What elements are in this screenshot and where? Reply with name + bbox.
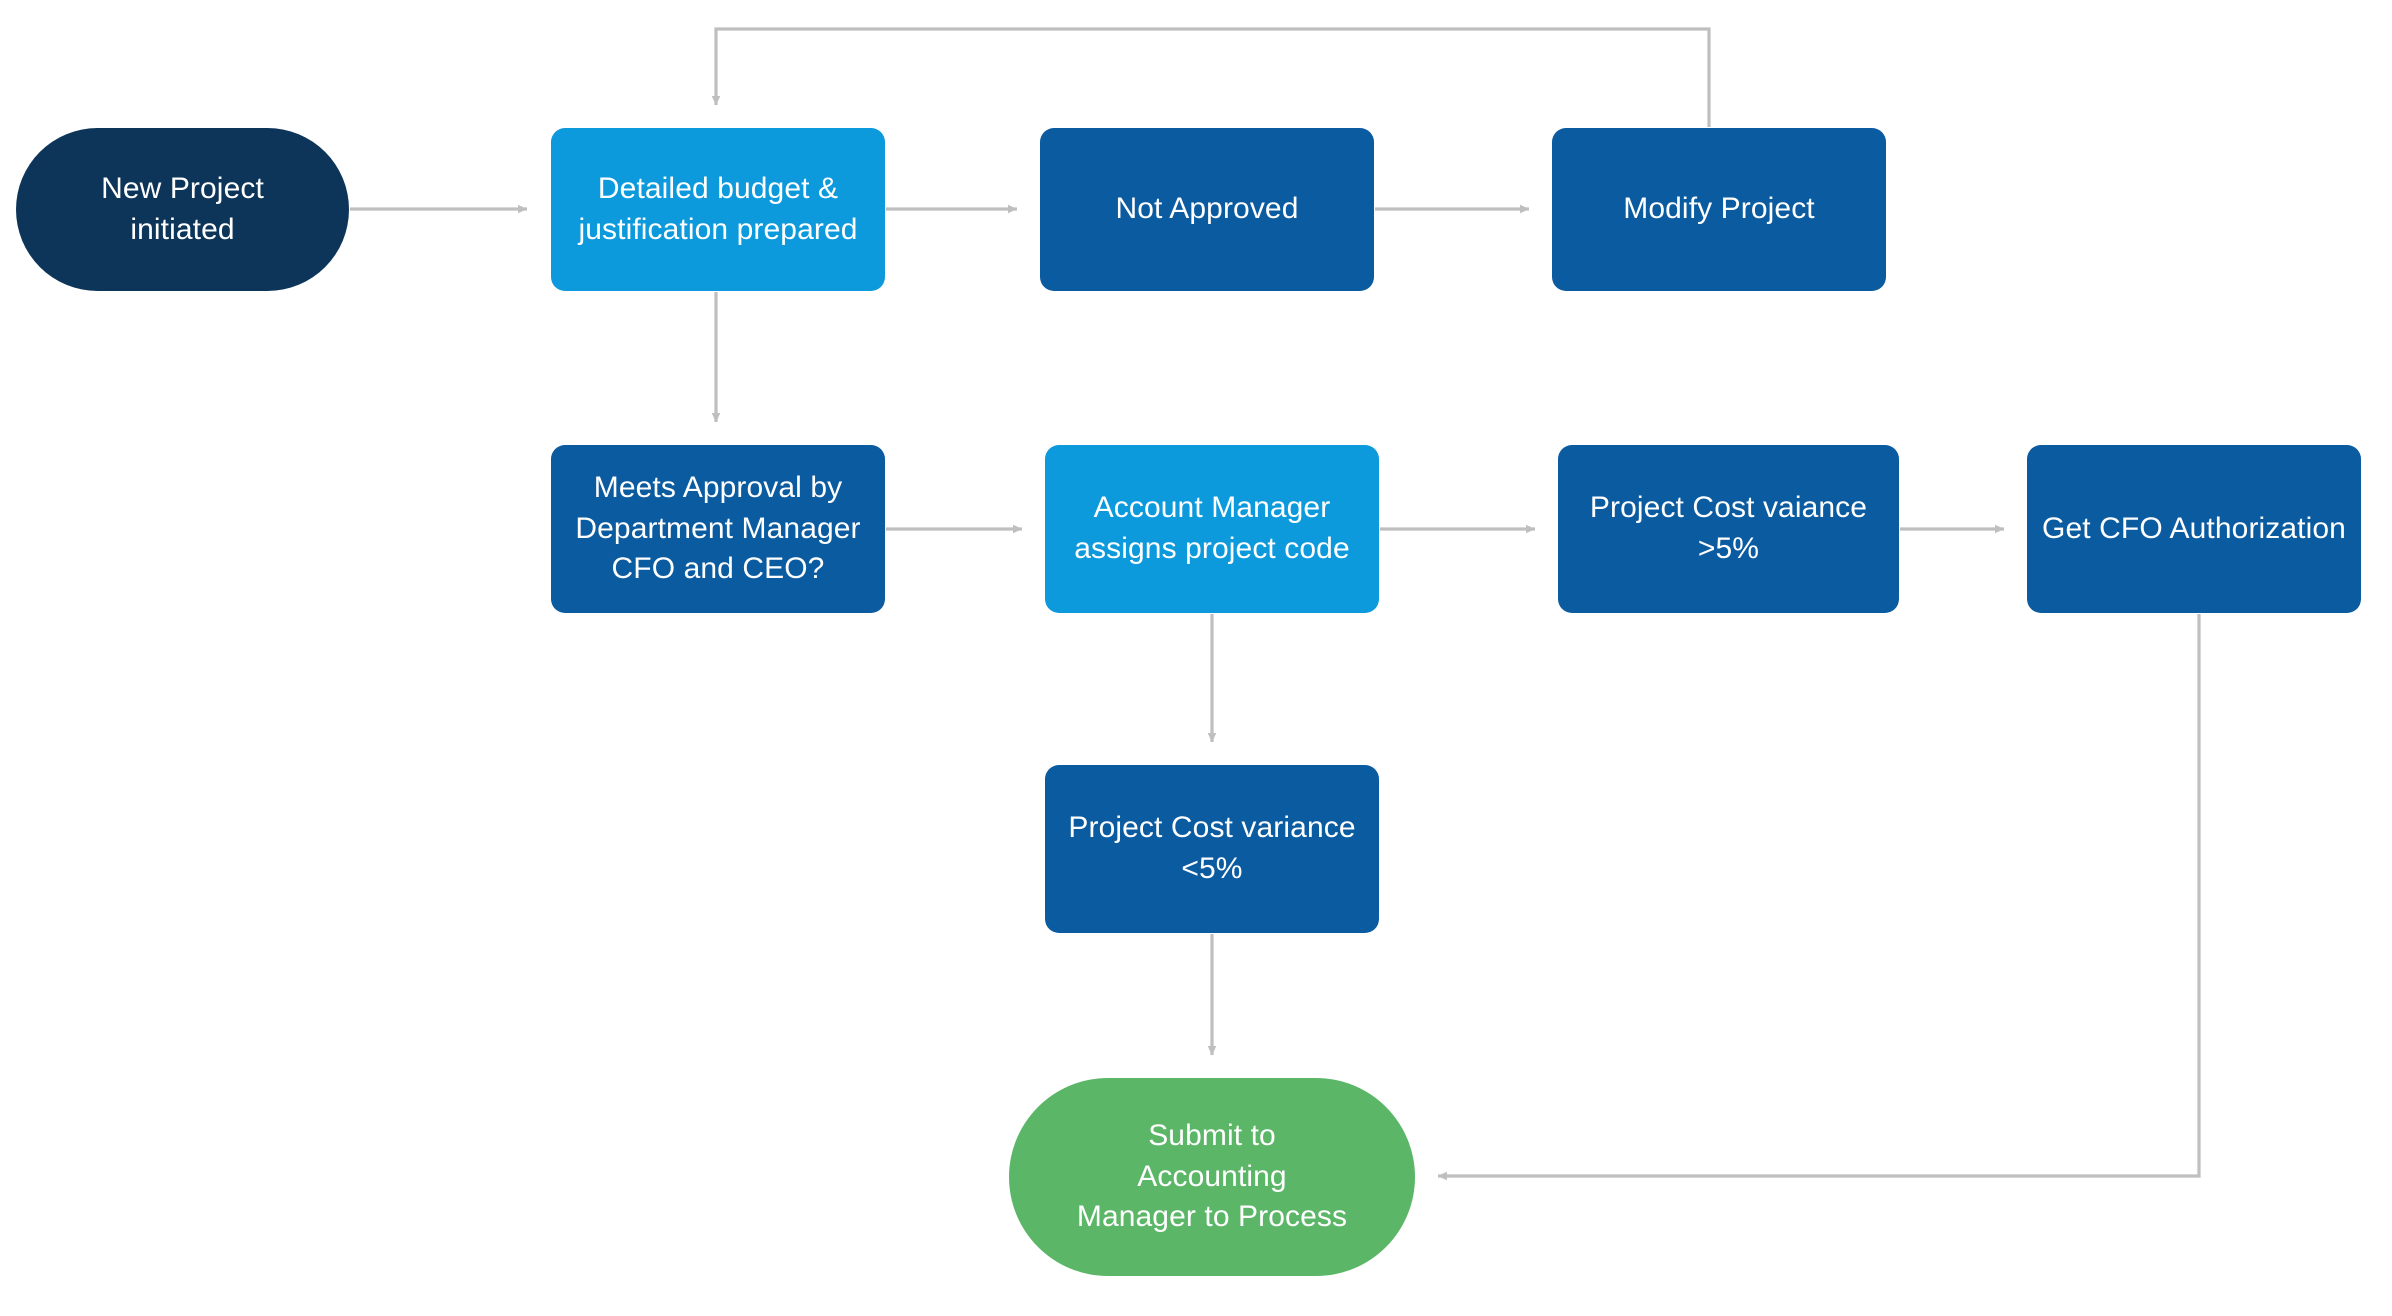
node-label: Account Manager assigns project code	[1074, 491, 1350, 565]
node-label: New Project initiated	[101, 171, 264, 246]
node-label: Detailed budget & justification prepared	[578, 171, 858, 246]
node-project-cost-variance-over-5[interactable]: Project Cost vaiance >5%	[1558, 445, 1899, 613]
node-new-project-initiated[interactable]: New Project initiated	[16, 128, 349, 291]
node-label: Project Cost vaiance >5%	[1589, 491, 1868, 565]
node-modify-project[interactable]: Modify Project	[1552, 128, 1886, 291]
connector-cfo-authorization-to-submit	[1437, 614, 2201, 1181]
node-meets-approval[interactable]: Meets Approval by Department Manager CFO…	[551, 445, 885, 613]
node-detailed-budget-justification-prepared[interactable]: Detailed budget & justification prepared	[551, 128, 885, 291]
node-account-manager-assigns-project-code[interactable]: Account Manager assigns project code	[1045, 445, 1379, 613]
connector-modify-project-loop	[711, 27, 1711, 127]
node-submit-to-accounting-manager[interactable]: Submit to Accounting Manager to Process	[1009, 1078, 1415, 1276]
node-label: Get CFO Authorization	[2042, 511, 2346, 545]
node-label: Modify Project	[1623, 192, 1815, 226]
node-project-cost-variance-under-5[interactable]: Project Cost variance <5%	[1045, 765, 1379, 933]
node-label: Meets Approval by Department Manager CFO…	[575, 470, 861, 586]
node-label: Project Cost variance <5%	[1068, 811, 1356, 885]
node-not-approved[interactable]: Not Approved	[1040, 128, 1374, 291]
node-label: Not Approved	[1115, 192, 1299, 226]
node-get-cfo-authorization[interactable]: Get CFO Authorization	[2027, 445, 2361, 613]
node-label: Submit to Accounting Manager to Process	[1076, 1118, 1348, 1234]
